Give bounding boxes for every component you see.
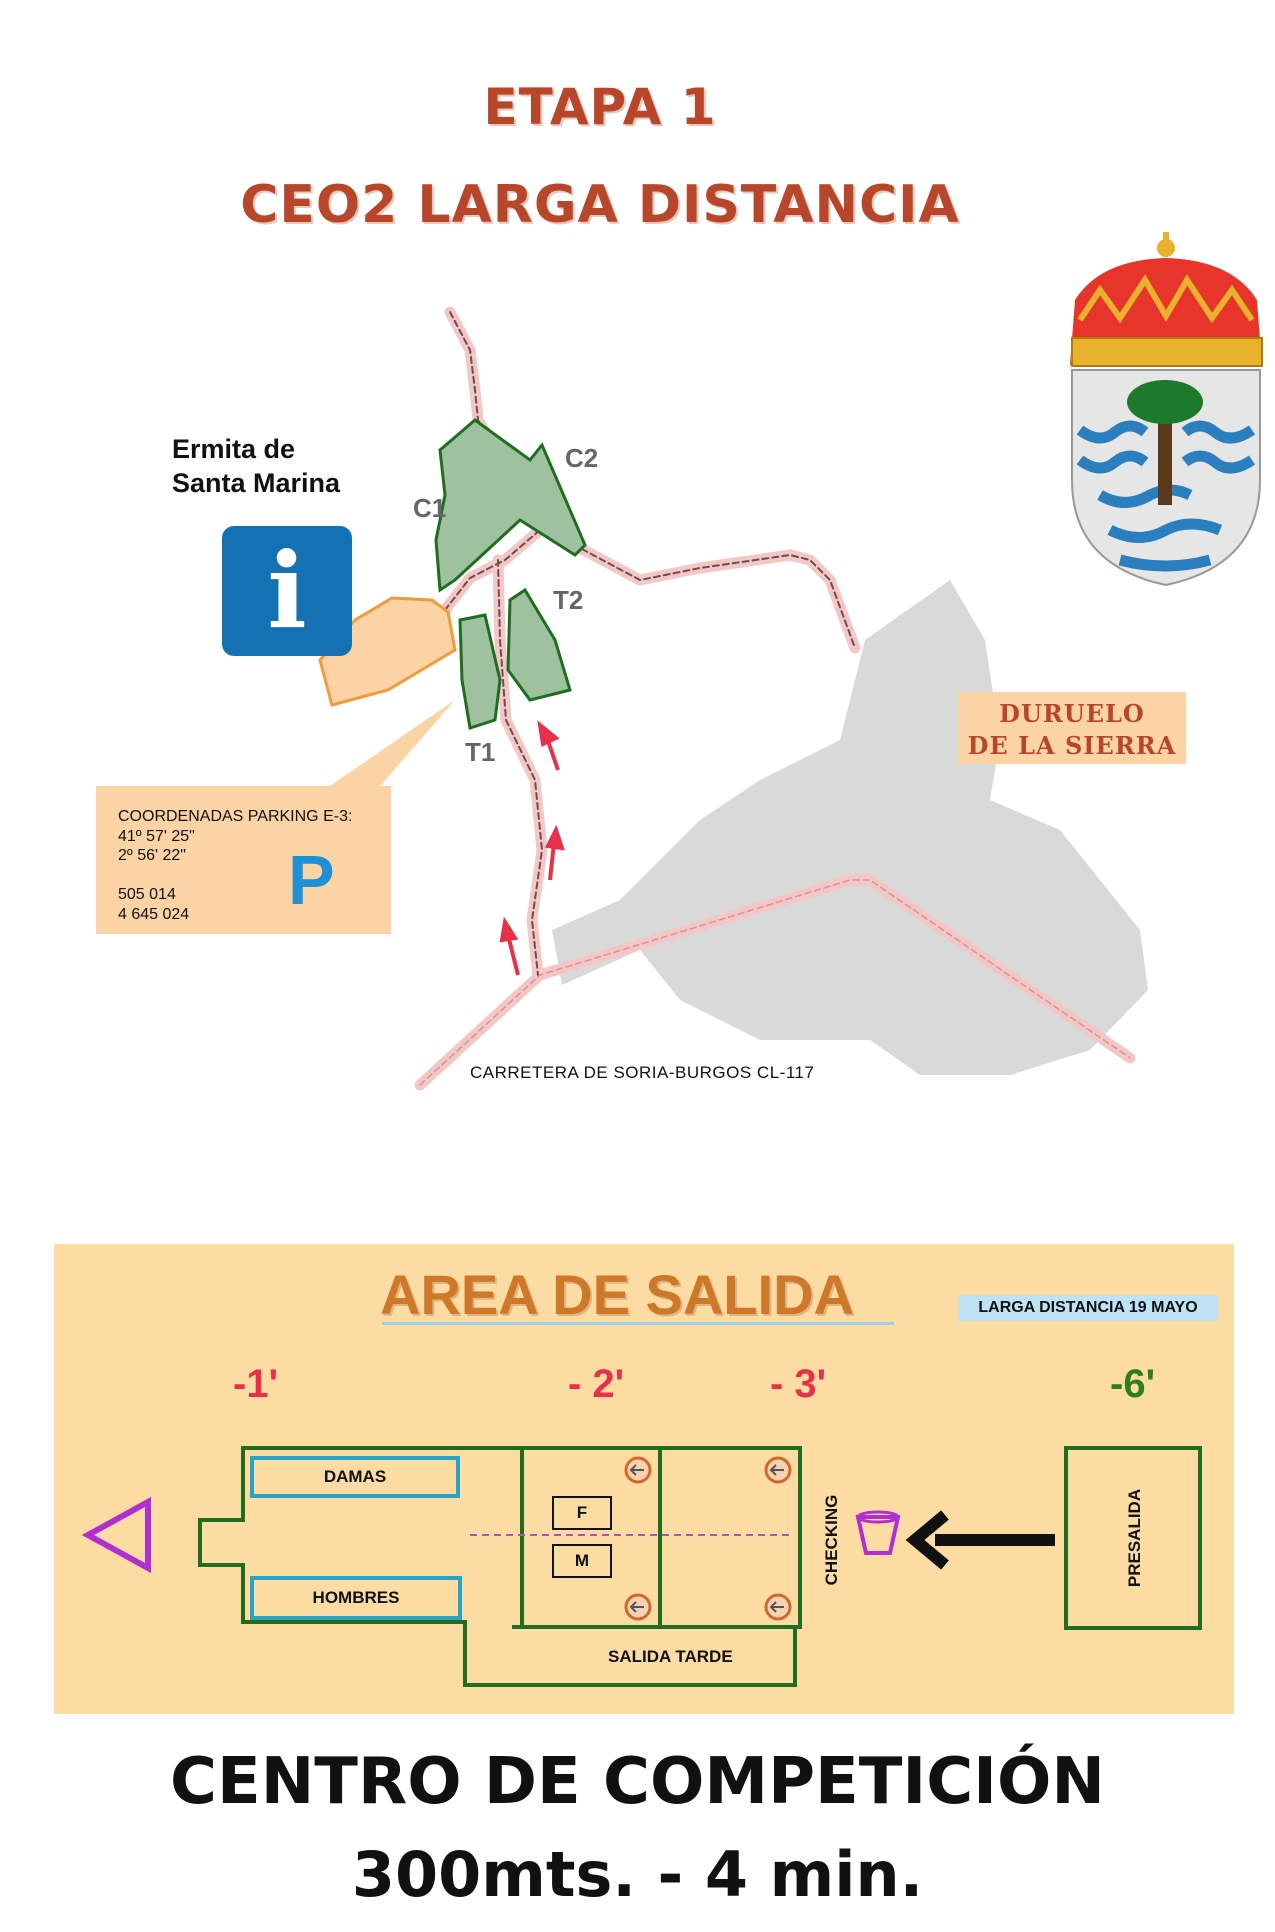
title-underline xyxy=(382,1322,894,1325)
town-area xyxy=(552,580,1148,1075)
zones xyxy=(434,418,587,730)
ermita-line1: Ermita de xyxy=(172,434,296,464)
parking-info-box xyxy=(96,786,391,934)
presalida-label: PRESALIDA xyxy=(1125,1488,1144,1588)
salida-tarde-label: SALIDA TARDE xyxy=(608,1647,733,1666)
town-label-box xyxy=(958,692,1186,764)
parking-utm-y: 4 645 024 xyxy=(118,906,190,923)
direction-arrow-icon xyxy=(499,720,565,976)
ermita-label: Ermita de Santa Marina xyxy=(172,432,340,500)
damas-label: DAMAS xyxy=(323,1467,387,1486)
label-t1: T1 xyxy=(465,737,496,767)
zone-c1-c2 xyxy=(434,418,587,593)
parking-lon: 2º 56' 22" xyxy=(118,847,186,864)
parking-callout xyxy=(330,700,455,786)
minute-1: -1' xyxy=(233,1362,279,1406)
road-label: CARRETERA DE SORIA-BURGOS CL-117 xyxy=(470,1063,815,1082)
clock-arrow-icon xyxy=(624,1456,792,1621)
zone-t1 xyxy=(458,613,502,730)
minute-2: - 2' xyxy=(568,1362,625,1406)
distance-time: 300mts. - 4 min. xyxy=(351,1838,924,1911)
town-line2: DE LA SIERRA xyxy=(967,731,1177,760)
hombres-label: HOMBRES xyxy=(312,1588,400,1607)
town-line1: DURUELO xyxy=(999,699,1145,728)
parking-area xyxy=(318,596,457,707)
ermita-line2: Santa Marina xyxy=(172,468,341,498)
competition-center-title: CENTRO DE COMPETICIÓN xyxy=(170,1745,1105,1819)
start-area-layout xyxy=(81,1446,1202,1687)
zone-t2 xyxy=(506,587,572,702)
label-c1: C1 xyxy=(413,493,447,523)
label-t2: T2 xyxy=(553,585,584,615)
parking-utm-x: 505 014 xyxy=(118,886,176,903)
info-icon: i xyxy=(222,526,352,656)
parking-icon: P xyxy=(288,841,335,919)
minute-3: - 3' xyxy=(770,1362,827,1406)
stage-title: ETAPA 1 xyxy=(483,78,717,136)
label-c2: C2 xyxy=(565,443,599,473)
town-label: DURUELO DE LA SIERRA xyxy=(958,698,1186,762)
m-label: M xyxy=(574,1551,590,1570)
minute-6: -6' xyxy=(1110,1362,1156,1406)
race-title: CEO2 LARGA DISTANCIA xyxy=(240,175,960,235)
date-badge: LARGA DISTANCIA 19 MAYO xyxy=(958,1295,1218,1321)
coat-of-arms-icon xyxy=(1070,232,1263,587)
parking-title: COORDENADAS PARKING E-3: xyxy=(118,808,353,825)
start-area-title: AREA DE SALIDA xyxy=(380,1263,854,1326)
bucket-icon xyxy=(855,1515,901,1555)
start-triangle-icon xyxy=(81,1496,151,1574)
f-label: F xyxy=(576,1503,588,1522)
checking-label: CHECKING xyxy=(822,1494,841,1586)
parking-lat: 41º 57' 25" xyxy=(118,828,195,845)
